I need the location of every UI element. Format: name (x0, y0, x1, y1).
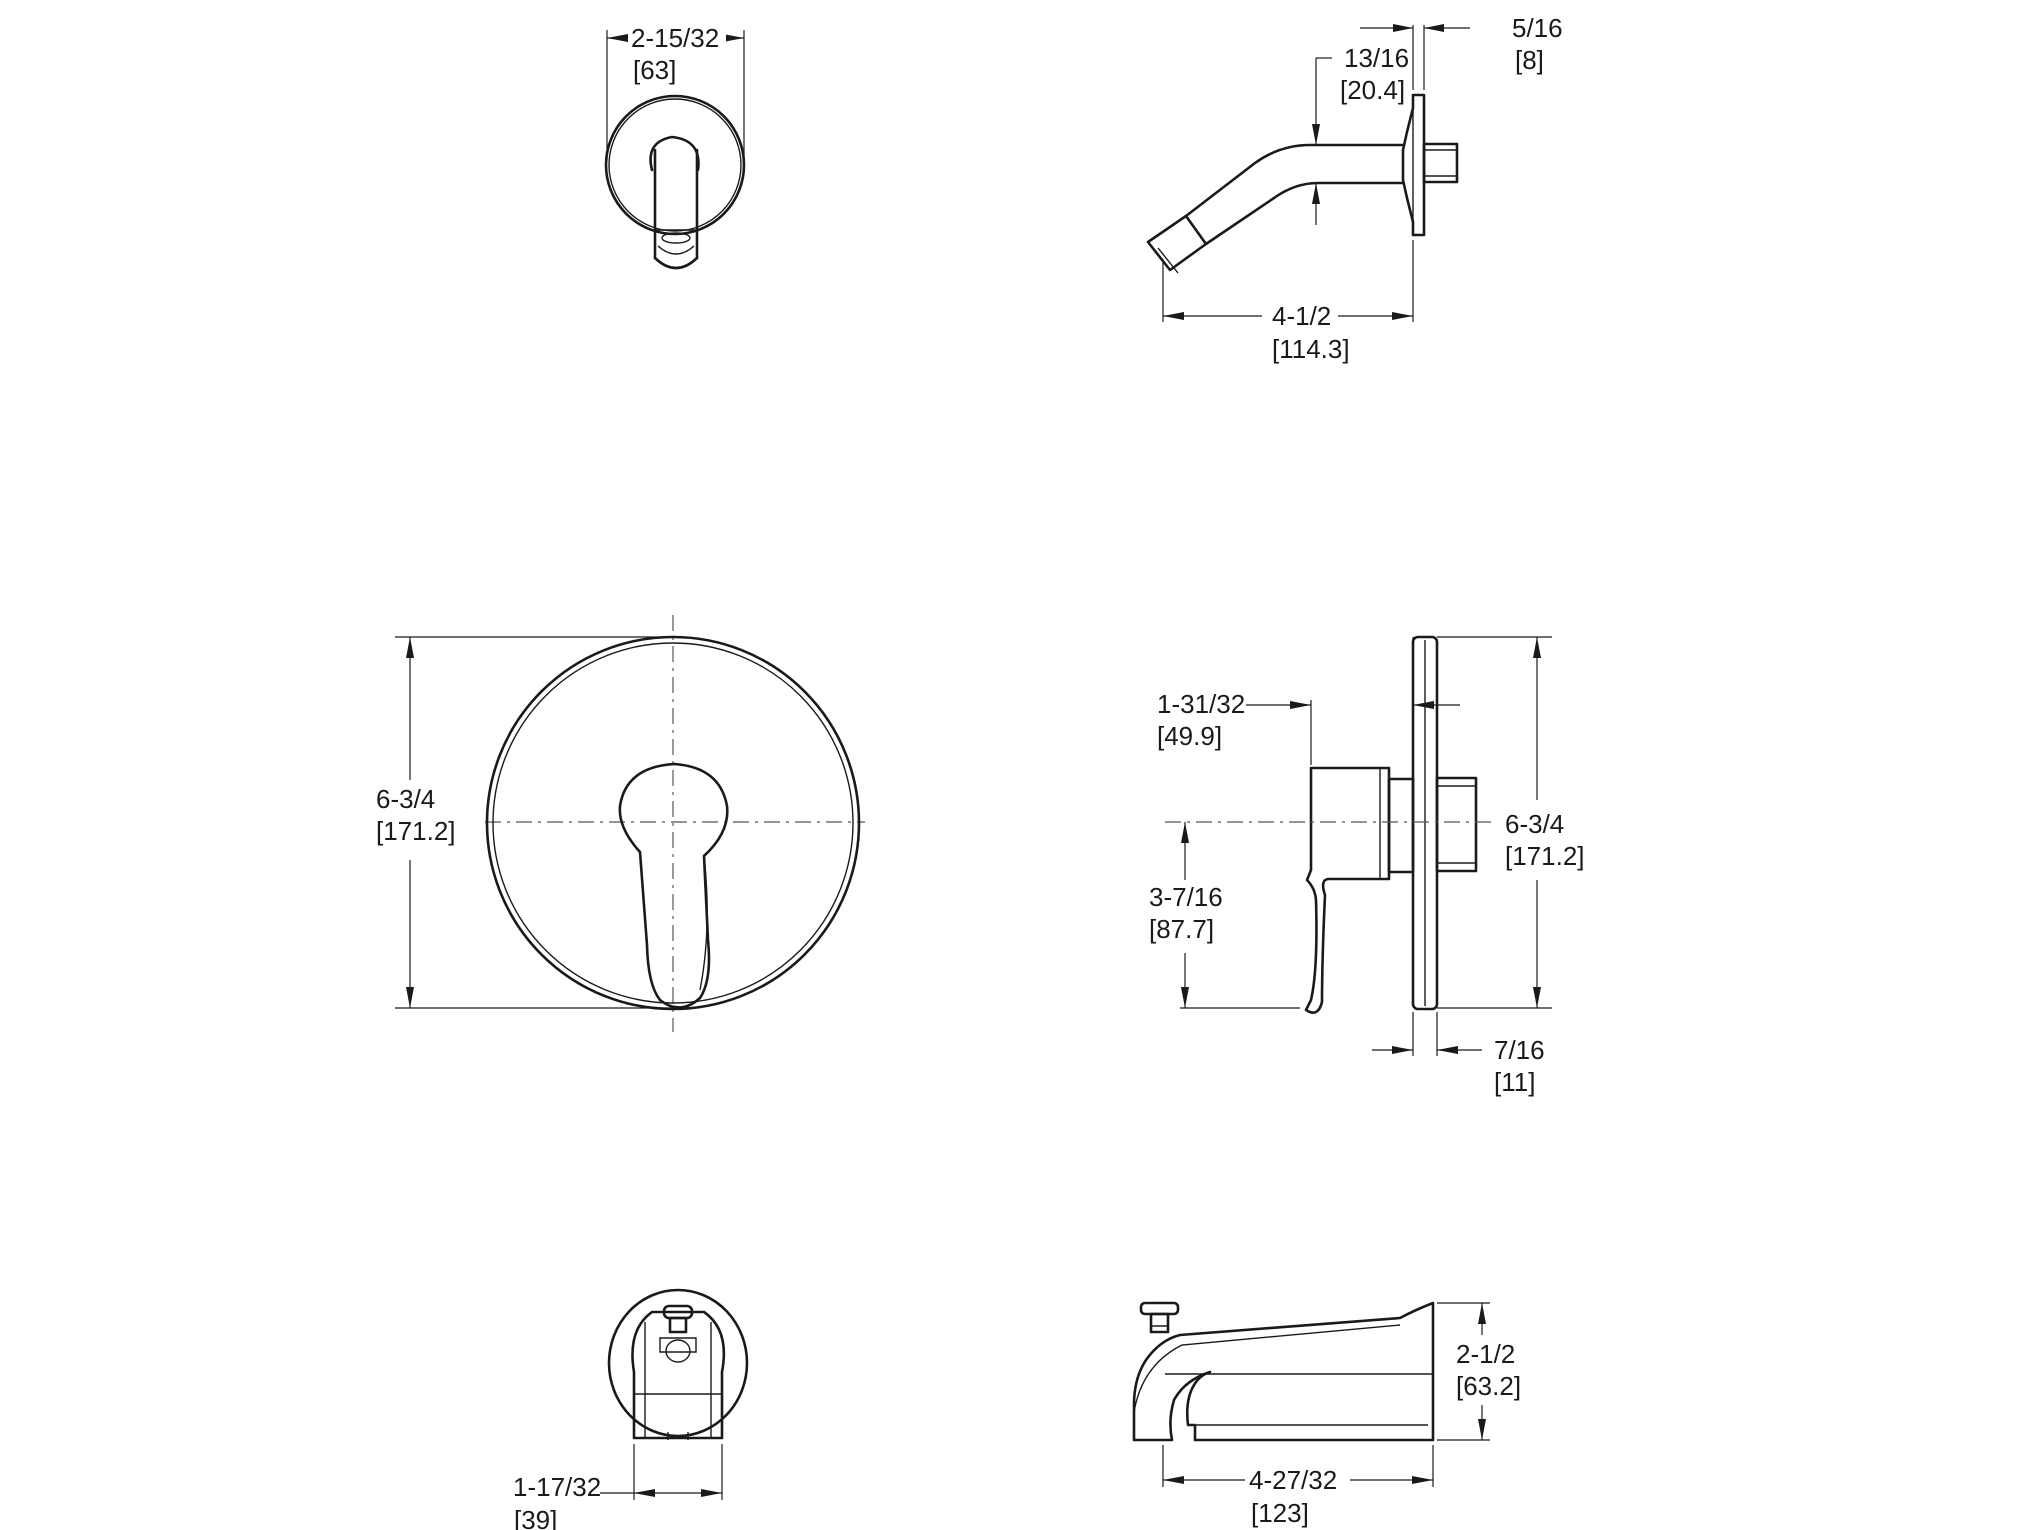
shower-head-width-mm: [63] (633, 55, 676, 85)
handle-projection-inches: 1-31/32 (1157, 689, 1245, 719)
trim-diameter-mm: [171.2] (376, 816, 456, 846)
handle-drop-mm: [87.7] (1149, 914, 1214, 944)
spout-height-mm: [63.2] (1456, 1371, 1521, 1401)
shower-arm-side-view (1146, 24, 1470, 322)
arm-diameter-mm: [20.4] (1340, 75, 1405, 105)
trim-diameter-inches: 6-3/4 (376, 784, 435, 814)
shower-head-width-inches: 2-15/32 (631, 23, 719, 53)
tub-spout-side-view (1132, 1301, 1490, 1487)
spout-length-inches: 4-27/32 (1249, 1465, 1337, 1495)
shower-arm-front-view (604, 24, 746, 270)
escutcheon-thickness-mm: [11] (1494, 1067, 1535, 1097)
valve-trim-front-view (395, 615, 865, 1032)
spout-height-inches: 2-1/2 (1456, 1339, 1515, 1369)
trim-side-height-inches: 6-3/4 (1505, 809, 1564, 839)
arm-length-inches: 4-1/2 (1272, 301, 1331, 331)
handle-drop-inches: 3-7/16 (1149, 882, 1223, 912)
handle-projection-mm: [49.9] (1157, 721, 1222, 751)
escutcheon-thickness-inches: 7/16 (1494, 1035, 1545, 1065)
flange-thickness-inches: 5/16 (1512, 13, 1563, 43)
trim-side-height-mm: [171.2] (1505, 841, 1585, 871)
tub-spout-front-view (600, 1288, 749, 1500)
spout-length-mm: [123] (1251, 1498, 1309, 1528)
valve-trim-side-view (1165, 635, 1552, 1056)
arm-diameter-inches: 13/16 (1344, 43, 1409, 73)
arm-length-mm: [114.3] (1272, 334, 1350, 364)
spout-width-mm: [39] (514, 1505, 557, 1530)
spout-width-inches: 1-17/32 (513, 1472, 601, 1502)
flange-thickness-mm: [8] (1515, 45, 1544, 75)
